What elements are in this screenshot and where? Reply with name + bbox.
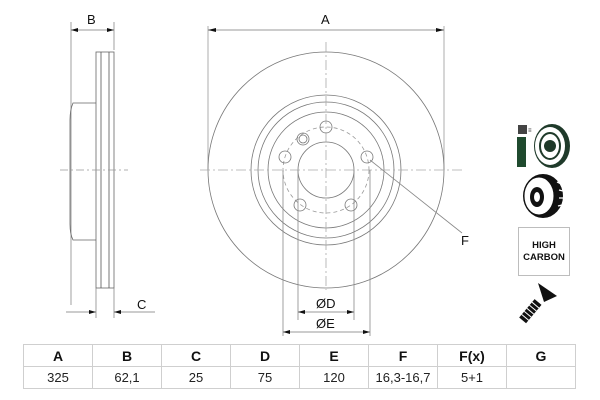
header-d: D <box>230 344 300 367</box>
value-d: 75 <box>230 366 300 389</box>
dimension-label-f: F <box>461 233 469 248</box>
value-fx: 5+1 <box>437 366 507 389</box>
header-fx: F(x) <box>437 344 507 367</box>
front-view <box>200 26 463 336</box>
header-b: B <box>92 344 162 367</box>
value-c: 25 <box>161 366 231 389</box>
value-g <box>506 366 576 389</box>
countersunk-screw-icon <box>519 283 557 324</box>
dimension-label-b: B <box>87 12 96 27</box>
header-f: F <box>368 344 438 367</box>
vented-disc-icon <box>523 174 564 218</box>
high-carbon-line2: CARBON <box>523 251 565 263</box>
value-a: 325 <box>23 366 93 389</box>
dimension-label-a: A <box>321 12 330 27</box>
spec-table-header-row: A B C D E F F(x) G <box>23 344 576 367</box>
spec-table-value-row: 325 62,1 25 75 120 16,3-16,7 5+1 <box>23 366 576 389</box>
coated-disc-spray-icon: ≡ <box>517 124 570 168</box>
dimension-label-e: ØE <box>316 316 335 331</box>
side-view <box>60 22 155 318</box>
high-carbon-line1: HIGH <box>532 239 556 251</box>
brake-disc-technical-drawing: B C <box>60 12 570 336</box>
value-b: 62,1 <box>92 366 162 389</box>
svg-text:≡: ≡ <box>528 128 532 134</box>
value-f: 16,3-16,7 <box>368 366 438 389</box>
spec-table: A B C D E F F(x) G 325 62,1 25 75 120 16… <box>23 344 576 389</box>
value-e: 120 <box>299 366 369 389</box>
dimension-label-d: ØD <box>316 296 336 311</box>
dimension-label-c: C <box>137 297 146 312</box>
header-c: C <box>161 344 231 367</box>
header-a: A <box>23 344 93 367</box>
high-carbon-badge: HIGH CARBON <box>518 227 570 276</box>
header-g: G <box>506 344 576 367</box>
header-e: E <box>299 344 369 367</box>
